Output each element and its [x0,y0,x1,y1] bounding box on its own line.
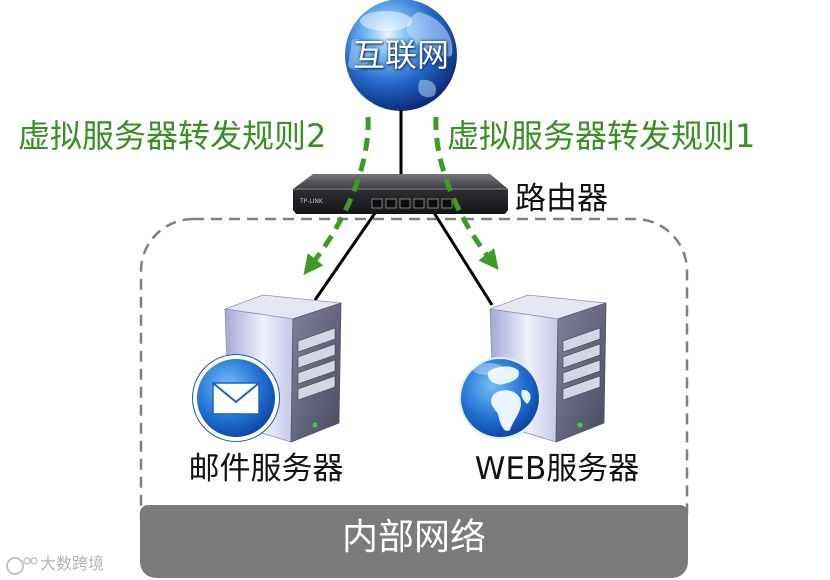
router-port [413,198,425,209]
server-bay [297,375,336,401]
forwarding-rule-1-label: 虚拟服务器转发规则1 [447,117,756,155]
server-status-led [577,422,583,428]
server-bay [297,327,336,353]
server-status-led [312,422,318,428]
globe-continent [521,389,531,404]
globe-continent [491,390,521,431]
router-port [385,198,397,209]
watermark: 大数跨境 [4,553,114,577]
watermark-logo-dot [23,557,31,565]
link-router-web-server [424,199,494,306]
globe-highlight [360,11,412,31]
link-router-mail-server [313,199,386,301]
globe-continent [406,12,453,57]
forwarding-rule-2-label: 虚拟服务器转发规则2 [18,117,327,155]
server-bay [562,359,601,385]
rule-1-arrow [433,116,499,270]
internal-network-bar: 内部网络 [140,505,688,578]
watermark-text: 大数跨境 [40,554,105,573]
watermark-logo-ring [6,557,24,575]
internet-globe-icon [345,0,457,111]
envelope-flap [212,382,260,404]
router-port [427,198,439,209]
globe-continent [348,38,371,71]
watermark-logo [6,557,38,575]
router-label: 路由器 [515,181,608,217]
globe-icon [459,357,541,439]
server-bay [562,375,601,401]
internal-network-label: 内部网络 [341,517,486,558]
server-bay [562,327,601,353]
server-bay [297,359,336,385]
router-port [371,198,383,209]
server-bay [562,343,601,369]
rule-2-arrow [303,116,371,276]
server-bay [297,343,336,369]
router-brand: TP-LINK [299,198,324,205]
watermark-logo-dot [30,557,38,565]
router-icon: TP-LINK [293,174,508,214]
router-port [441,198,453,209]
router-top [293,174,508,189]
globe-continent [487,366,519,385]
web-server-label: WEB服务器 [474,451,640,487]
globe-continent [418,79,437,98]
mail-server-label: 邮件服务器 [188,451,344,487]
router-ports [371,198,453,209]
router-port [399,198,411,209]
globe-highlight [472,363,504,375]
envelope-icon [192,354,280,442]
internet-label: 互联网 [352,36,449,74]
